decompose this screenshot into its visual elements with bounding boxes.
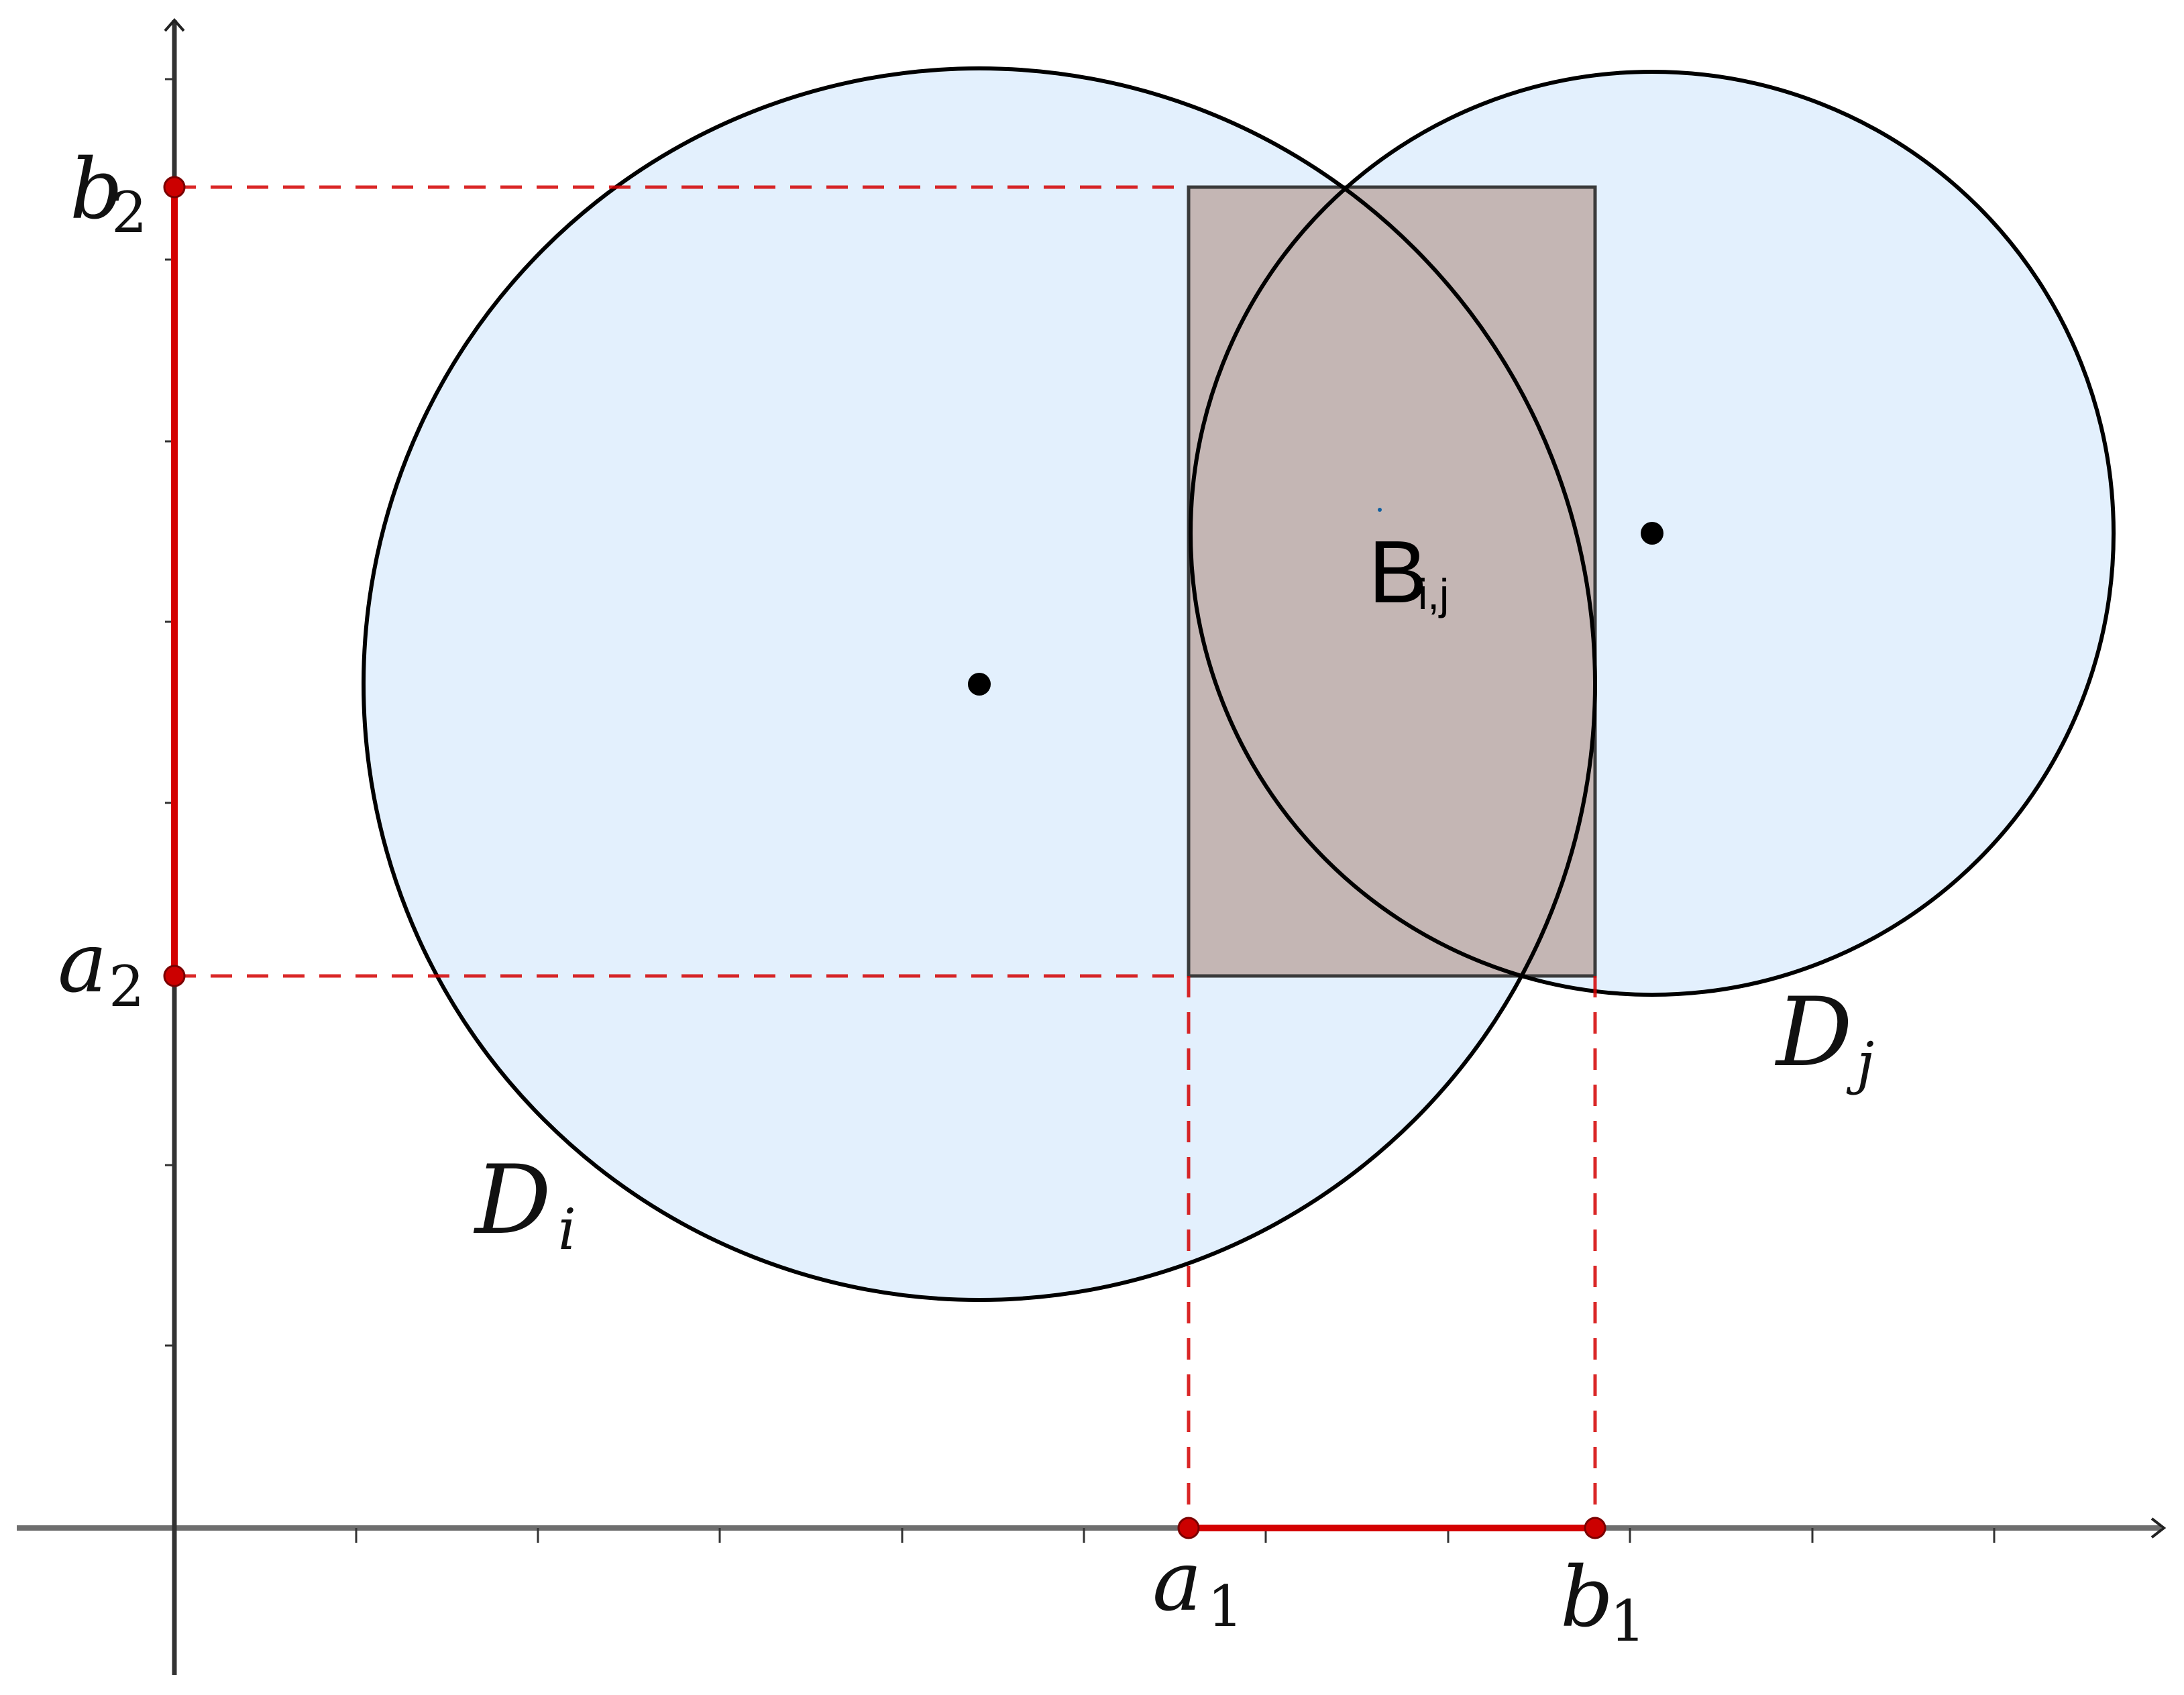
label-Dj: D — [1774, 977, 1853, 1088]
label-a1: a — [1152, 1533, 1202, 1630]
labels: D i D j B i,j a 1 b 1 a 2 b 2 — [58, 142, 1874, 1654]
label-b1-subscript: 1 — [1610, 1588, 1645, 1654]
label-Bij: B — [1368, 523, 1427, 621]
endpoint-a1-dot-icon — [1177, 1517, 1200, 1539]
bounding-box-Bij — [1187, 185, 1597, 978]
projection-lines — [174, 185, 1597, 1528]
center-Dj-dot-icon — [1641, 522, 1663, 545]
endpoint-a2-dot-icon — [163, 965, 186, 987]
label-Di: D — [473, 1145, 551, 1256]
projection-intervals — [163, 176, 1606, 1539]
x-axis-arrow-icon — [2150, 1517, 2167, 1539]
endpoint-b2-dot-icon — [163, 176, 186, 199]
label-a1-subscript: 1 — [1207, 1574, 1243, 1639]
disc-Dj-outline — [1189, 70, 2116, 997]
label-b1: b — [1560, 1549, 1613, 1646]
label-a2-subscript: 2 — [109, 954, 144, 1020]
disc-Di-outline — [362, 66, 1597, 1302]
label-b2: b — [70, 142, 123, 238]
disc-centers — [968, 508, 1663, 696]
label-Bij-subscript: i,j — [1418, 570, 1449, 618]
endpoint-b1-dot-icon — [1584, 1517, 1606, 1539]
label-Di-subscript: i — [558, 1197, 576, 1262]
disc-outlines — [362, 66, 2116, 1302]
center-Di-dot-icon — [968, 673, 991, 696]
y-axis-arrow-icon — [164, 17, 185, 32]
box-anchor-dot-icon — [1378, 508, 1382, 512]
label-a2: a — [58, 915, 107, 1011]
label-b2-subscript: 2 — [111, 180, 147, 245]
